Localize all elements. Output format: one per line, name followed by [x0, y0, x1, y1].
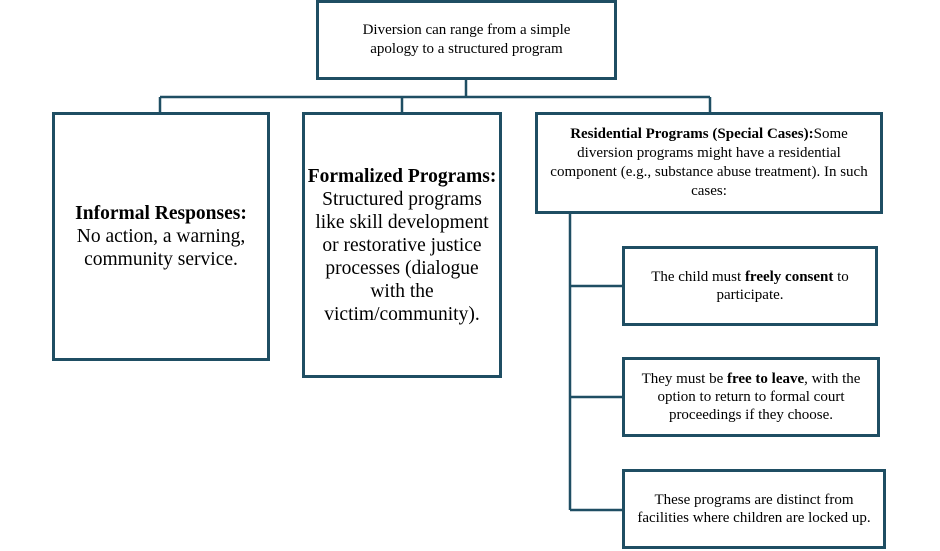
condition-consent-node: The child must freely consent to partici…	[622, 246, 878, 326]
condition-2-text-start: They must be	[641, 371, 727, 387]
condition-distinct-facilities-node: These programs are distinct from facilit…	[622, 469, 886, 549]
condition-1-emphasis: freely consent	[744, 269, 834, 285]
condition-1-text-end: to participate.	[716, 269, 849, 303]
residential-title: Residential Programs (Special Cases):	[570, 126, 814, 142]
informal-responses-node: Informal Responses: No action, a warning…	[52, 112, 270, 361]
condition-free-to-leave-node: They must be free to leave, with the opt…	[622, 357, 880, 437]
root-text: Diversion can range from a simple apolog…	[362, 22, 571, 57]
residential-programs-text: Residential Programs (Special Cases):Som…	[544, 125, 874, 201]
condition-2-text-end: , with the option to return to formal co…	[657, 371, 861, 423]
condition-free-to-leave-text: They must be free to leave, with the opt…	[627, 370, 875, 424]
formalized-body: Structured programs like skill developme…	[315, 188, 489, 325]
informal-title: Informal Responses:	[75, 203, 247, 224]
condition-2-emphasis: free to leave	[726, 371, 805, 387]
formalized-programs-text: Formalized Programs: Structured programs…	[307, 165, 497, 326]
informal-responses-text: Informal Responses: No action, a warning…	[63, 202, 259, 271]
formalized-programs-node: Formalized Programs: Structured programs…	[302, 112, 502, 378]
residential-programs-node: Residential Programs (Special Cases):Som…	[535, 112, 883, 214]
residential-body: Some diversion programs might have a res…	[550, 126, 868, 199]
root-node: Diversion can range from a simple apolog…	[316, 0, 617, 80]
condition-distinct-facilities-text: These programs are distinct from facilit…	[627, 491, 881, 527]
formalized-title: Formalized Programs:	[307, 165, 497, 187]
condition-1-text-start: The child must	[651, 269, 745, 285]
condition-consent-text: The child must freely consent to partici…	[627, 268, 873, 304]
condition-3-text-start: These programs are distinct from facilit…	[637, 492, 871, 526]
informal-body: No action, a warning, community service.	[76, 226, 246, 270]
